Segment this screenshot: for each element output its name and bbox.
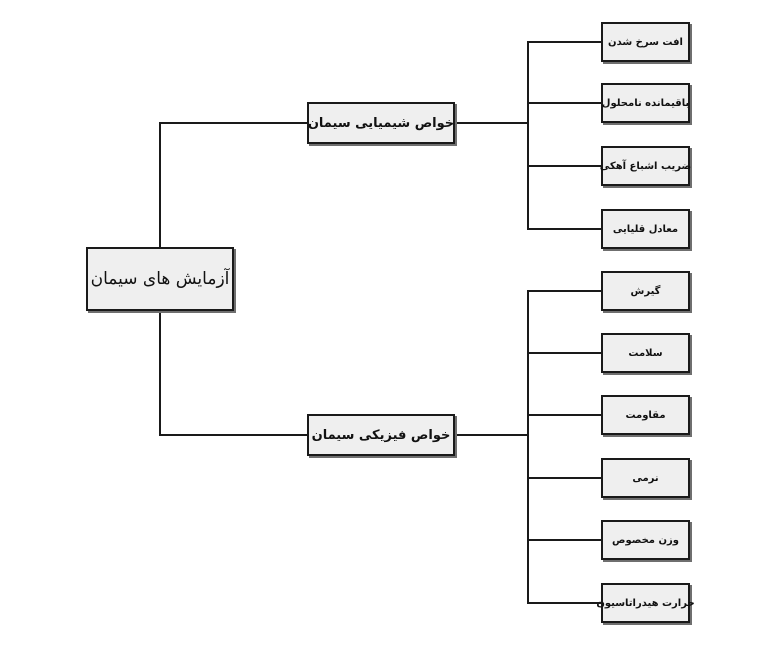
- leaf-node-strength: مقاومت: [601, 395, 690, 435]
- leaf-node-heat-of-hydration: حرارت هیدراتاسیون: [596, 583, 695, 623]
- leaf-node-specific-gravity: وزن مخصوص: [601, 520, 690, 560]
- leaf-node-lime-saturation-factor: ضریب اشباع آهکی: [600, 146, 691, 186]
- connector-root-physical: [159, 310, 308, 436]
- leaf-node-fineness: نرمی: [601, 458, 690, 498]
- leaf-node-loss-on-ignition: افت سرخ شدن: [601, 22, 690, 62]
- branch-node-physical: خواص فیزیکی سیمان: [307, 414, 455, 456]
- leaf-node-insoluble-residue: باقیمانده نامحلول: [601, 83, 690, 123]
- leaf-node-soundness: سلامت: [601, 333, 690, 373]
- branch-node-chemical: خواص شیمیایی سیمان: [307, 102, 455, 144]
- leaf-node-alkali-equivalent: معادل قلیایی: [601, 209, 690, 249]
- root-node: آزمایش های سیمان: [86, 247, 234, 311]
- leaf-node-setting-time: گیرش: [601, 271, 690, 311]
- connector-root-chemical: [159, 122, 308, 248]
